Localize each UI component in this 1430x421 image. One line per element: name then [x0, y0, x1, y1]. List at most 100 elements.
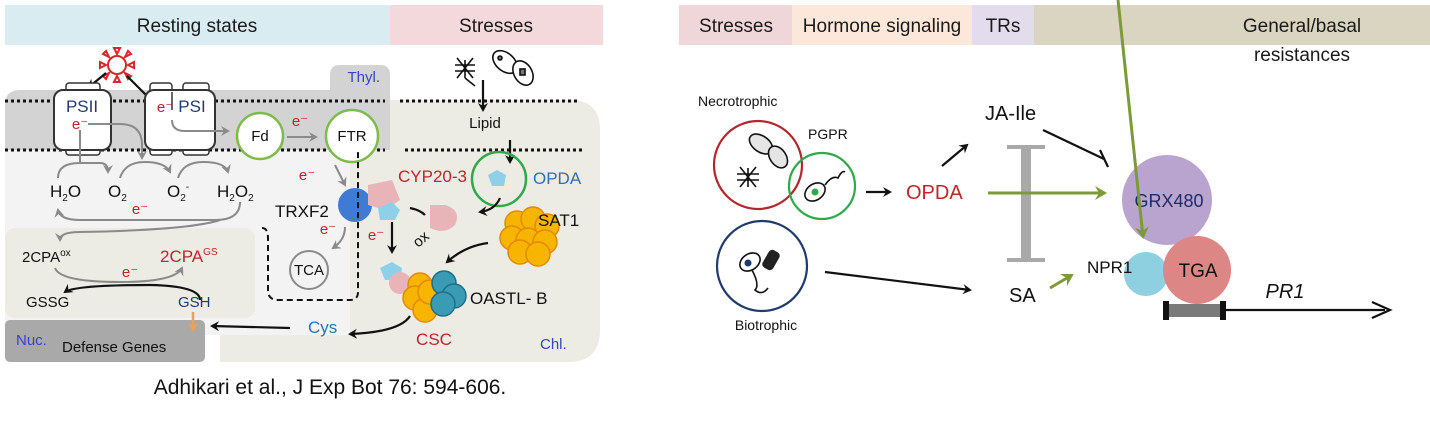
necrotrophic-insect-icon — [737, 166, 759, 188]
cys-label: Cys — [308, 318, 337, 337]
header-resting-states-bg — [5, 5, 390, 45]
header-stresses-bg-right — [679, 5, 792, 45]
opda-hormone-label: OPDA — [906, 182, 963, 204]
pgpr-ring — [787, 151, 857, 221]
grx480-label: GRX480 — [1134, 191, 1203, 211]
psi-label: PSI — [178, 97, 205, 116]
opda-to-cyp-arrow — [478, 197, 502, 217]
oastl-b-subunits — [430, 270, 467, 317]
citation: Adhikari et al., J Exp Bot 76: 594-606. — [154, 376, 507, 399]
insect-icon — [455, 57, 476, 87]
gsh-to-gssg-arrow — [63, 283, 202, 301]
pgpr-bacterium-icon — [804, 170, 846, 202]
ros-chain: H2O O2 O2- H2O2 e⁻ — [50, 160, 254, 221]
psii-to-o2-arrow — [88, 123, 147, 160]
header-resting-states: Resting states — [137, 16, 257, 37]
lipid-label: Lipid — [469, 115, 501, 132]
tca-label: TCA — [294, 262, 324, 279]
ros-electron: e⁻ — [132, 201, 148, 218]
header-trs: TRs — [986, 16, 1021, 37]
ja-ile-inhibits-grx480 — [1042, 129, 1109, 168]
header-trs-bg — [972, 5, 1034, 45]
header-stresses-bg — [390, 5, 603, 45]
npr1-label: NPR1 — [1087, 258, 1132, 277]
nucleus-region — [5, 320, 205, 362]
ja-ile-label: JA-Ile — [985, 103, 1036, 125]
o2-label: O2 — [108, 182, 127, 204]
pr1-promoter-box — [1163, 304, 1223, 317]
npr1-node — [1124, 252, 1168, 296]
sa-label: SA — [1009, 285, 1036, 307]
psi-to-fd-arrow — [171, 119, 230, 136]
trxf2-tca-electron: e⁻ — [320, 221, 336, 238]
npr1-to-grx480-arrow — [1116, 0, 1149, 239]
cyp20-3-bound-opda — [378, 202, 400, 220]
nucleus-label: Nuc. — [16, 332, 47, 349]
promoter-left-cap — [1163, 301, 1169, 320]
opda-label: OPDA — [533, 169, 582, 188]
tca-cycle — [289, 250, 329, 290]
psii-label: PSII — [66, 97, 98, 116]
fd-ftr-electron: e⁻ — [292, 113, 308, 130]
header-general-line2: resistances — [1254, 45, 1350, 66]
oastl-b-label: OASTL- B — [470, 289, 547, 308]
superoxide-label: O2- — [167, 182, 189, 204]
pr1-transcript-arrowhead — [1371, 300, 1393, 320]
pr1-gene-label: PR1 — [1266, 281, 1305, 303]
tga-label: TGA — [1178, 261, 1217, 282]
psi-electron: e⁻ — [157, 99, 173, 116]
biotrophic-ring — [715, 219, 809, 313]
defense-genes-label: Defense Genes — [62, 339, 166, 356]
necrotrophic-label: Necrotrophic — [698, 93, 777, 109]
necrotrophic-fungus-icon — [748, 133, 789, 169]
sat1-to-csc-arrow — [445, 241, 489, 264]
2cpa-ox-label: 2CPAox — [22, 248, 71, 266]
2cpa-gs-label: 2CPAGS — [160, 247, 218, 266]
chloroplast-label: Chl. — [540, 336, 567, 353]
sat1-label: SAT1 — [538, 211, 579, 230]
sa-to-npr1-arrow — [1049, 273, 1074, 290]
thylakoid-label: Thyl. — [347, 69, 380, 86]
trxf2-label: TRXF2 — [275, 202, 329, 221]
opda-molecule — [488, 170, 506, 186]
h2o2-to-h2o-arrow — [54, 201, 241, 221]
cyp20-3-oxidized-shape — [430, 205, 458, 231]
cys-to-gsh-arrow — [210, 321, 291, 332]
header-hormone-bg — [792, 5, 972, 45]
tga-node — [1163, 236, 1231, 304]
header-general-bg-ext — [1222, 5, 1430, 45]
tca-compartment-outline — [261, 150, 359, 301]
cyp-csc-electron: e⁻ — [368, 227, 384, 244]
opda-to-ja-ile-arrow — [941, 143, 969, 167]
biotrophic-to-sa-arrow — [824, 270, 972, 295]
ftr-node — [324, 108, 380, 164]
ftr-label: FTR — [337, 128, 366, 145]
necrotrophic-ring — [712, 119, 804, 211]
header-stresses: Stresses — [459, 16, 533, 37]
ftr-trxf2-electron: e⁻ — [299, 167, 315, 184]
csc-to-cys-arrow — [348, 315, 411, 339]
header-stresses-right: Stresses — [699, 16, 773, 37]
opda-ring — [470, 150, 528, 208]
o2-to-superoxide-arrow — [119, 160, 172, 179]
fd-label: Fd — [251, 128, 269, 145]
h2o2-label: H2O2 — [217, 182, 254, 204]
right-panel: Stresses Hormone signaling TRs General/b… — [679, 0, 1430, 333]
gssg-label: GSSG — [26, 294, 69, 311]
csc-bound-cyp — [389, 272, 411, 294]
header-hormone-signaling: Hormone signaling — [803, 16, 961, 37]
gsh-label: GSH — [178, 294, 211, 311]
h2o2-to-2cpa-arrow — [55, 219, 221, 242]
peroxiredoxin-region — [5, 228, 255, 318]
trxf2-to-tca-arrow — [331, 226, 346, 250]
cyp20-3-label: CYP20-3 — [398, 167, 467, 186]
psi-complex: PSI e⁻ — [144, 82, 216, 156]
sat1-complex — [499, 206, 560, 267]
h2o-to-o2-arrow — [57, 162, 113, 179]
superoxide-to-h2o2-arrow — [177, 160, 231, 179]
fungal-spores-icon — [492, 49, 534, 86]
pgpr-label: PGPR — [808, 126, 848, 142]
ja-sa-antagonism-bar — [1007, 145, 1045, 262]
trxf2-node — [338, 188, 372, 222]
